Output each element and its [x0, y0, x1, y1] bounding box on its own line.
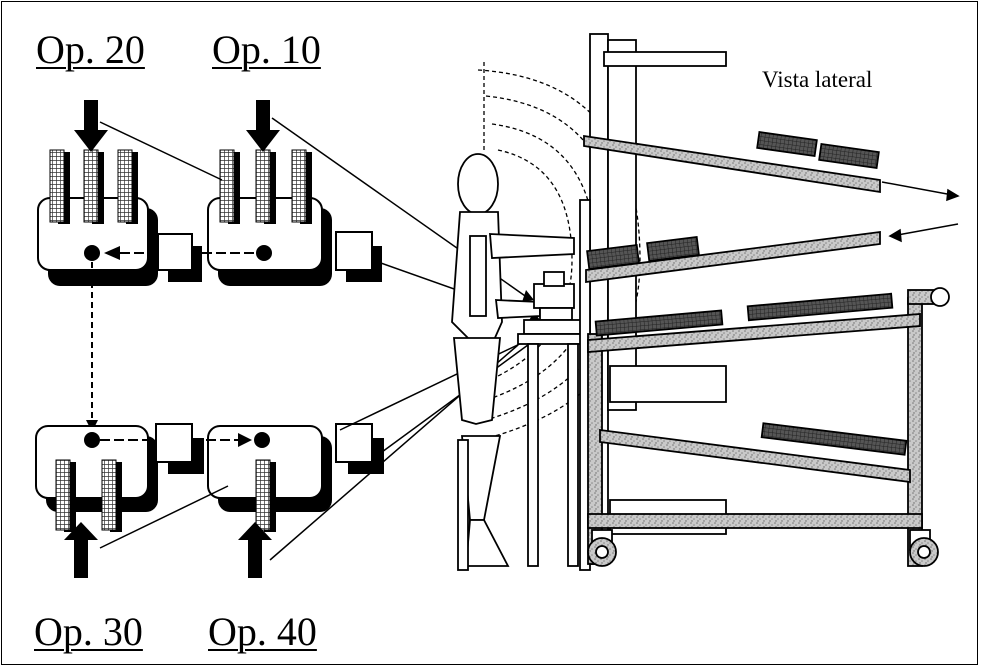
machine-op10 — [202, 100, 332, 286]
op30-label: Op. 30 — [34, 609, 143, 654]
op10-label: Op. 10 — [212, 27, 321, 72]
machine-op30 — [35, 425, 158, 578]
shelf-arrows — [881, 181, 960, 243]
aux-box-op40 — [335, 423, 384, 474]
machine-op20 — [37, 100, 168, 286]
aux-box-op20 — [157, 233, 202, 282]
aux-box-op10 — [335, 231, 382, 282]
work-fixture — [517, 271, 589, 567]
op40-label: Op. 40 — [208, 609, 317, 654]
side-view-label: Vista lateral — [762, 67, 873, 92]
aux-box-op30 — [155, 423, 204, 474]
op20-label: Op. 20 — [36, 27, 145, 72]
operator-figure — [451, 62, 641, 571]
machine-op40 — [192, 425, 332, 578]
storage-rack — [579, 33, 950, 571]
